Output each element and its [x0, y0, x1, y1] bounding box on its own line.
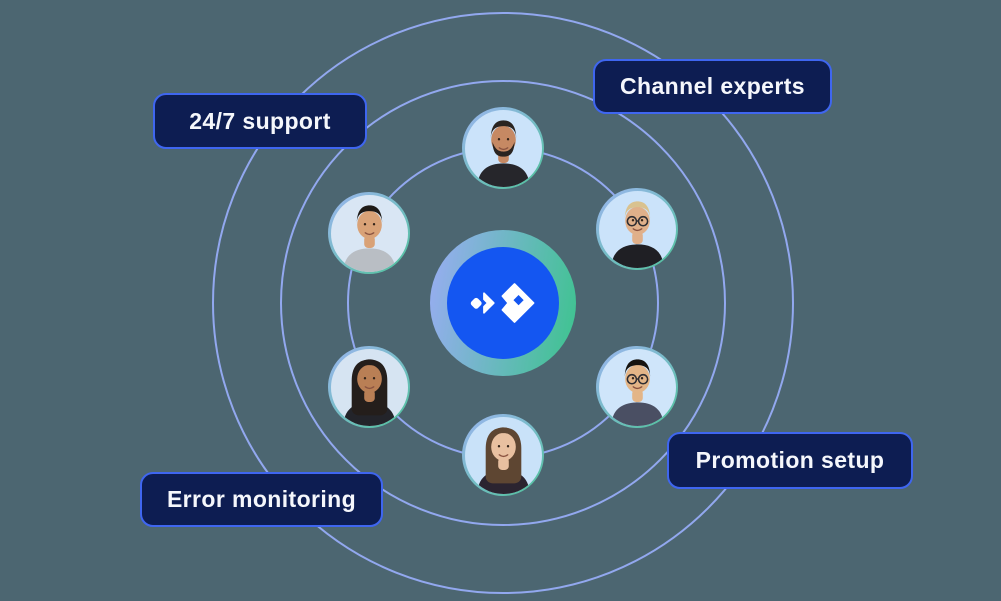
- badge-error-monitoring: Error monitoring: [140, 472, 383, 527]
- avatar-lower-left: [328, 346, 410, 428]
- avatar-upper-left: [328, 192, 410, 274]
- channelengine-logo-icon: [470, 283, 535, 323]
- avatar-lower-right: [596, 346, 678, 428]
- badge-24-7-support: 24/7 support: [153, 93, 367, 149]
- avatar-photo: [330, 194, 408, 272]
- avatar-gradient-ring: [462, 107, 544, 189]
- avatar-gradient-ring: [462, 414, 544, 496]
- avatar-gradient-ring: [328, 346, 410, 428]
- avatar-photo: [330, 348, 408, 426]
- orbit-ring-middle: [280, 80, 726, 526]
- badge-promotion-setup: Promotion setup: [667, 432, 913, 489]
- badge-channel-experts: Channel experts: [593, 59, 832, 114]
- avatar-top: [462, 107, 544, 189]
- center-logo-halo: [430, 230, 576, 376]
- avatar-bottom: [462, 414, 544, 496]
- avatar-gradient-ring: [328, 192, 410, 274]
- avatar-upper-right: [596, 188, 678, 270]
- avatar-photo: [464, 416, 542, 494]
- avatar-photo: [598, 190, 676, 268]
- channelengine-logo: [447, 247, 559, 359]
- avatar-photo: [464, 109, 542, 187]
- orbit-ring-outer: [212, 12, 794, 594]
- avatar-gradient-ring: [596, 188, 678, 270]
- avatar-photo: [598, 348, 676, 426]
- avatar-gradient-ring: [596, 346, 678, 428]
